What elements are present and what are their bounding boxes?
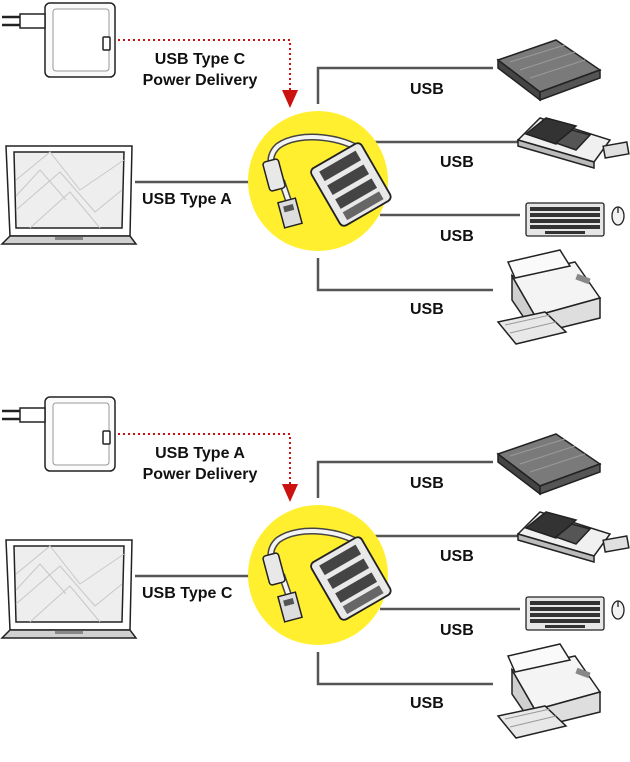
laptop-connection-label: USB Type A [142,191,232,208]
mouse-icon [611,206,625,226]
printer-connection-label: USB [410,695,444,712]
power-label-line2: Power Delivery [142,72,258,89]
drive-connection-label: USB [410,475,444,492]
printer-icon [496,249,602,345]
power-arrow [118,433,298,502]
reader-connection-label: USB [440,154,474,171]
drive-connection-line [316,66,493,104]
connection-lines [135,460,520,686]
external-drive-icon [496,39,602,102]
card-reader-icon [516,117,630,169]
keyboard-icon [525,202,605,237]
printer-connection-line [316,258,493,292]
panel-graphics [0,2,630,345]
mouse-icon [611,600,625,620]
laptop-icon [0,145,138,245]
keyboard-connection-label: USB [440,622,474,639]
power-label-line1: USB Type C [154,51,246,68]
usb-hub-icon [248,111,392,251]
laptop-icon [0,539,138,639]
diagram: USB Type C Power Delivery USB Type A USB… [0,0,630,739]
power-adapter-icon [2,396,116,472]
power-label-line1: USB Type A [155,445,245,462]
drive-connection-label: USB [410,81,444,98]
printer-icon [496,643,602,739]
reader-connection-label: USB [440,548,474,565]
card-reader-icon [516,511,630,563]
power-arrow [118,39,298,108]
panel-top: USB Type C Power Delivery USB Type A USB… [0,0,630,368]
panel-bottom: USB Type A Power Delivery USB Type C USB… [0,394,630,762]
external-drive-icon [496,433,602,496]
panel-graphics [0,396,630,739]
printer-connection-line [316,652,493,686]
laptop-connection-label: USB Type C [142,585,233,602]
drive-connection-line [316,460,493,498]
keyboard-icon [525,596,605,631]
power-adapter-icon [2,2,116,78]
usb-hub-icon [248,505,392,645]
printer-connection-label: USB [410,301,444,318]
power-label-line2: Power Delivery [142,466,258,483]
connection-lines [135,66,520,292]
keyboard-connection-label: USB [440,228,474,245]
